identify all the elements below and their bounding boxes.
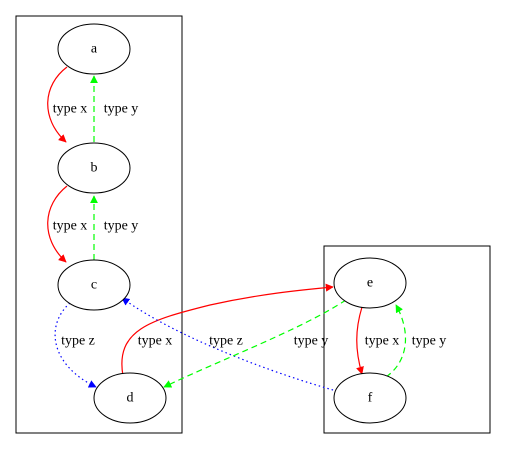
node-c-label: c [91, 278, 97, 293]
edge-label-c-d-type-z: type z [61, 334, 95, 349]
node-c: c [57, 259, 131, 311]
edge-f-c-type-z [121, 297, 334, 391]
node-f-label: f [368, 391, 373, 406]
edge-label-a-b-type-x: type x [53, 102, 88, 117]
edge-label-c-b-type-y: type y [104, 219, 139, 234]
edge-c-d-type-z [54, 302, 97, 388]
node-d: d [93, 372, 167, 424]
edge-label-f-c-type-z: type z [209, 334, 243, 349]
cluster-left [15, 15, 183, 434]
edge-d-e-type-x [121, 283, 334, 377]
edge-label-f-e-type-y: type y [412, 334, 447, 349]
edge-label-b-c-type-x: type x [53, 219, 88, 234]
node-f: f [333, 372, 407, 424]
edge-f-e-type-y [385, 304, 407, 378]
node-a: a [57, 23, 131, 75]
node-e: e [333, 257, 407, 309]
node-e-label: e [367, 276, 373, 291]
node-a-label: a [91, 42, 98, 57]
edge-label-e-d-type-y: type y [294, 334, 329, 349]
edge-a-b-type-x [47, 66, 68, 143]
node-b-label: b [91, 161, 98, 176]
edge-e-f-type-x [356, 306, 364, 375]
cluster-right [323, 245, 491, 434]
node-b: b [57, 142, 131, 194]
edge-label-d-e-type-x: type x [138, 334, 173, 349]
edge-e-d-type-y [163, 299, 347, 388]
edge-label-e-f-type-x: type x [365, 334, 400, 349]
edge-b-c-type-x [47, 185, 68, 263]
edge-label-b-a-type-y: type y [104, 102, 139, 117]
node-d-label: d [127, 391, 134, 406]
